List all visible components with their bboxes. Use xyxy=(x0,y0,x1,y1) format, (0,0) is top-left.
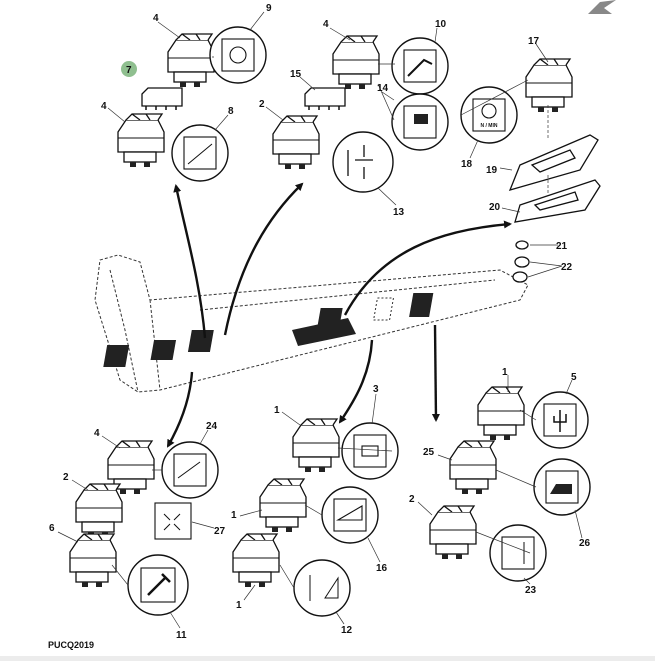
assembly-arrows xyxy=(166,182,512,448)
callout-26: 26 xyxy=(579,538,591,549)
callout-7: 7 xyxy=(126,65,132,76)
callout-23: 23 xyxy=(525,585,537,596)
pointer-arrow-icon xyxy=(588,0,616,14)
callout-1: 1 xyxy=(236,600,242,611)
callout-13: 13 xyxy=(393,207,405,218)
callout-15: 15 xyxy=(290,69,302,80)
symbol-callouts: N / MIN xyxy=(127,26,591,617)
callout-3: 3 xyxy=(373,384,379,395)
callout-27: 27 xyxy=(214,526,226,537)
callout-17: 17 xyxy=(528,36,540,47)
callout-labels: 4 9 7 4 8 4 10 15 14 2 13 17 18 19 20 21… xyxy=(48,3,591,650)
callout-22: 22 xyxy=(561,262,573,273)
bezel-plates xyxy=(508,105,601,283)
callout-21: 21 xyxy=(556,241,568,252)
callout-18: 18 xyxy=(461,159,473,170)
diagram-code: PUCQ2019 xyxy=(48,640,94,650)
callout-14: 14 xyxy=(377,83,389,94)
callout-12: 12 xyxy=(341,625,353,636)
callout-5: 5 xyxy=(571,372,577,383)
callout-1: 1 xyxy=(231,510,237,521)
callout-2: 2 xyxy=(259,99,265,110)
callout-4: 4 xyxy=(323,19,329,30)
callout-1: 1 xyxy=(502,367,508,378)
callout-9: 9 xyxy=(266,3,272,14)
callout-8: 8 xyxy=(228,106,234,117)
leader-lines xyxy=(57,11,583,629)
callout-11: 11 xyxy=(176,630,187,641)
callout-4: 4 xyxy=(153,13,159,24)
highlight-marker xyxy=(121,61,137,77)
callout-2: 2 xyxy=(63,472,69,483)
callout-24: 24 xyxy=(206,421,218,432)
callout-1: 1 xyxy=(274,405,280,416)
callout-4: 4 xyxy=(101,101,107,112)
callout-20: 20 xyxy=(489,202,501,213)
console-panel xyxy=(94,254,529,393)
symbol-18-text: N / MIN xyxy=(481,123,498,129)
bottom-bar xyxy=(0,656,655,661)
callout-10: 10 xyxy=(435,19,447,30)
callout-6: 6 xyxy=(49,523,55,534)
callout-25: 25 xyxy=(423,447,435,458)
callout-16: 16 xyxy=(376,563,388,574)
callout-19: 19 xyxy=(486,165,498,176)
callout-4: 4 xyxy=(94,428,100,439)
callout-2: 2 xyxy=(409,494,415,505)
